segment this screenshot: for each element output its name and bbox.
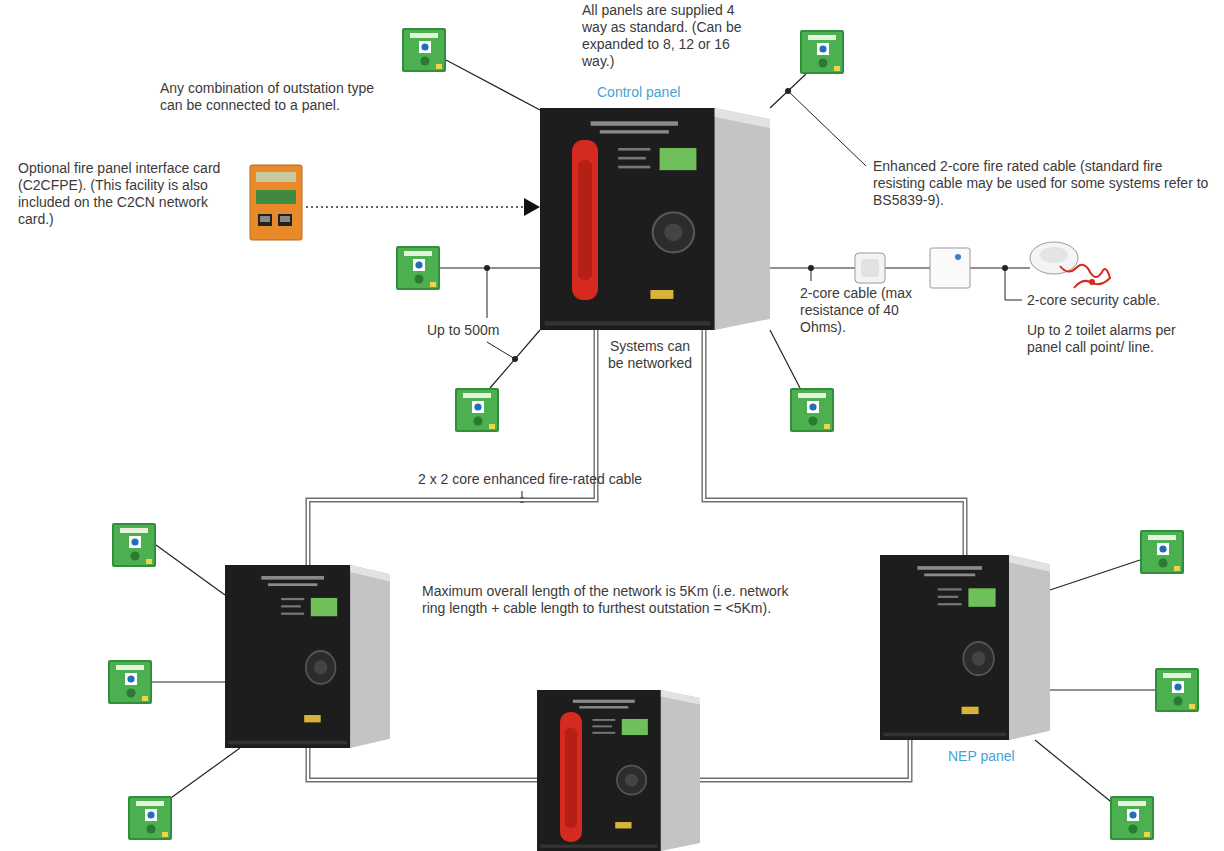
outstation-wire [156,545,225,595]
outstation [128,796,172,840]
alarm-wire [885,267,930,268]
cable-inner [704,330,965,555]
outstation-wire [168,748,240,800]
alarm-wire [970,267,1030,268]
nep-panel-cabinet [880,555,1050,740]
alarm-sounder [855,253,885,283]
note-label: Enhanced 2-core fire rated cable (standa… [873,158,1218,209]
interface-card [256,172,296,182]
note-label: 2 x 2 core enhanced fire-rated cable [418,471,708,488]
expansion-panel-cabinet [225,565,390,748]
control-panel-cabinet [572,140,598,300]
pull-cord-unit [1030,242,1110,288]
note-label: Up to 2 toilet alarms per panel call poi… [1027,322,1192,356]
outstation [1155,668,1199,712]
interface-card [280,216,290,222]
reset-plate [930,248,970,288]
network-panel-cabinet [565,728,577,828]
interface-link [524,198,540,216]
alarm-sounder [861,259,879,277]
leader-line [788,91,866,166]
interface-card [256,190,296,204]
outstation [396,246,440,290]
network-panel-cabinet [537,690,700,851]
outstation-wire [770,330,800,388]
outstation [1110,796,1154,840]
network-panel-cabinet [537,690,700,851]
note-label: Up to 500m [427,322,527,339]
panel-label: NEP panel [948,748,1050,765]
pull-cord-unit [1060,265,1110,288]
control-panel-cabinet [578,160,592,280]
nep-panel-cabinet [880,555,1050,740]
network-cable [308,330,596,565]
reset-plate [930,248,970,288]
leader-line [1005,268,1022,300]
note-label: Maximum overall length of the network is… [422,583,800,617]
leader-line [487,342,515,359]
outstation [108,28,1199,840]
outstation [402,28,446,72]
leader-line [487,91,1022,500]
interface-card [260,216,270,222]
network-cable [700,740,910,780]
outstation [790,388,834,432]
outstation-wire [446,60,540,110]
outstation [108,660,152,704]
control-panel-cabinet [540,108,770,330]
panel-label: Control panel [597,84,770,101]
note-label: Systems can be networked [603,338,697,372]
reset-plate [955,254,961,260]
outstation [1140,530,1184,574]
outstation [112,523,156,567]
network-cable [308,330,596,565]
network-cable [308,330,910,780]
note-label: 2-core cable (max resistance of 40 Ohms)… [800,285,928,336]
control-panel-cabinet [540,108,770,330]
pull-cord-unit [1089,279,1095,285]
outstation-wire [490,330,540,388]
alarm-sounder [855,253,885,283]
leader-line [487,268,488,318]
network-cable-connector [704,330,965,555]
note-label: Optional fire panel interface card (C2CF… [18,160,240,228]
interface-link [306,198,540,216]
network-panel-cabinet [560,712,582,842]
cable-heads [704,330,965,555]
network-cable [308,748,537,780]
interface-card [250,165,302,240]
outstation-wire [1035,740,1115,805]
outstation-wire [1050,689,1155,690]
expansion-panel-cabinet [225,565,390,748]
outstation-wire [1050,560,1140,590]
note-label: Any combination of outstation type can b… [160,80,400,114]
junction-dot [484,265,490,271]
interface-card [258,214,272,226]
interface-card [278,214,292,226]
pull-cord-unit [1030,242,1078,274]
note-label: All panels are supplied 4 way as standar… [582,2,750,70]
junction-dot [1002,265,1008,271]
outstation-wire [152,681,225,682]
network-cable [700,740,910,780]
junction-dot [808,265,814,271]
network-cable [308,748,537,780]
pull-cord-unit [1040,247,1068,263]
outstation [455,388,499,432]
interface-link [306,206,524,207]
junction-dot [785,88,791,94]
junction-dot [512,356,518,362]
cable-outer [704,330,965,555]
nep-panel: NEP panel [880,555,1050,770]
control-panel: Control panel [540,84,770,330]
note-label: 2-core security cable. [1027,292,1217,309]
junction-dot [484,88,1008,503]
interface-card [250,165,302,240]
outstation [800,30,844,74]
